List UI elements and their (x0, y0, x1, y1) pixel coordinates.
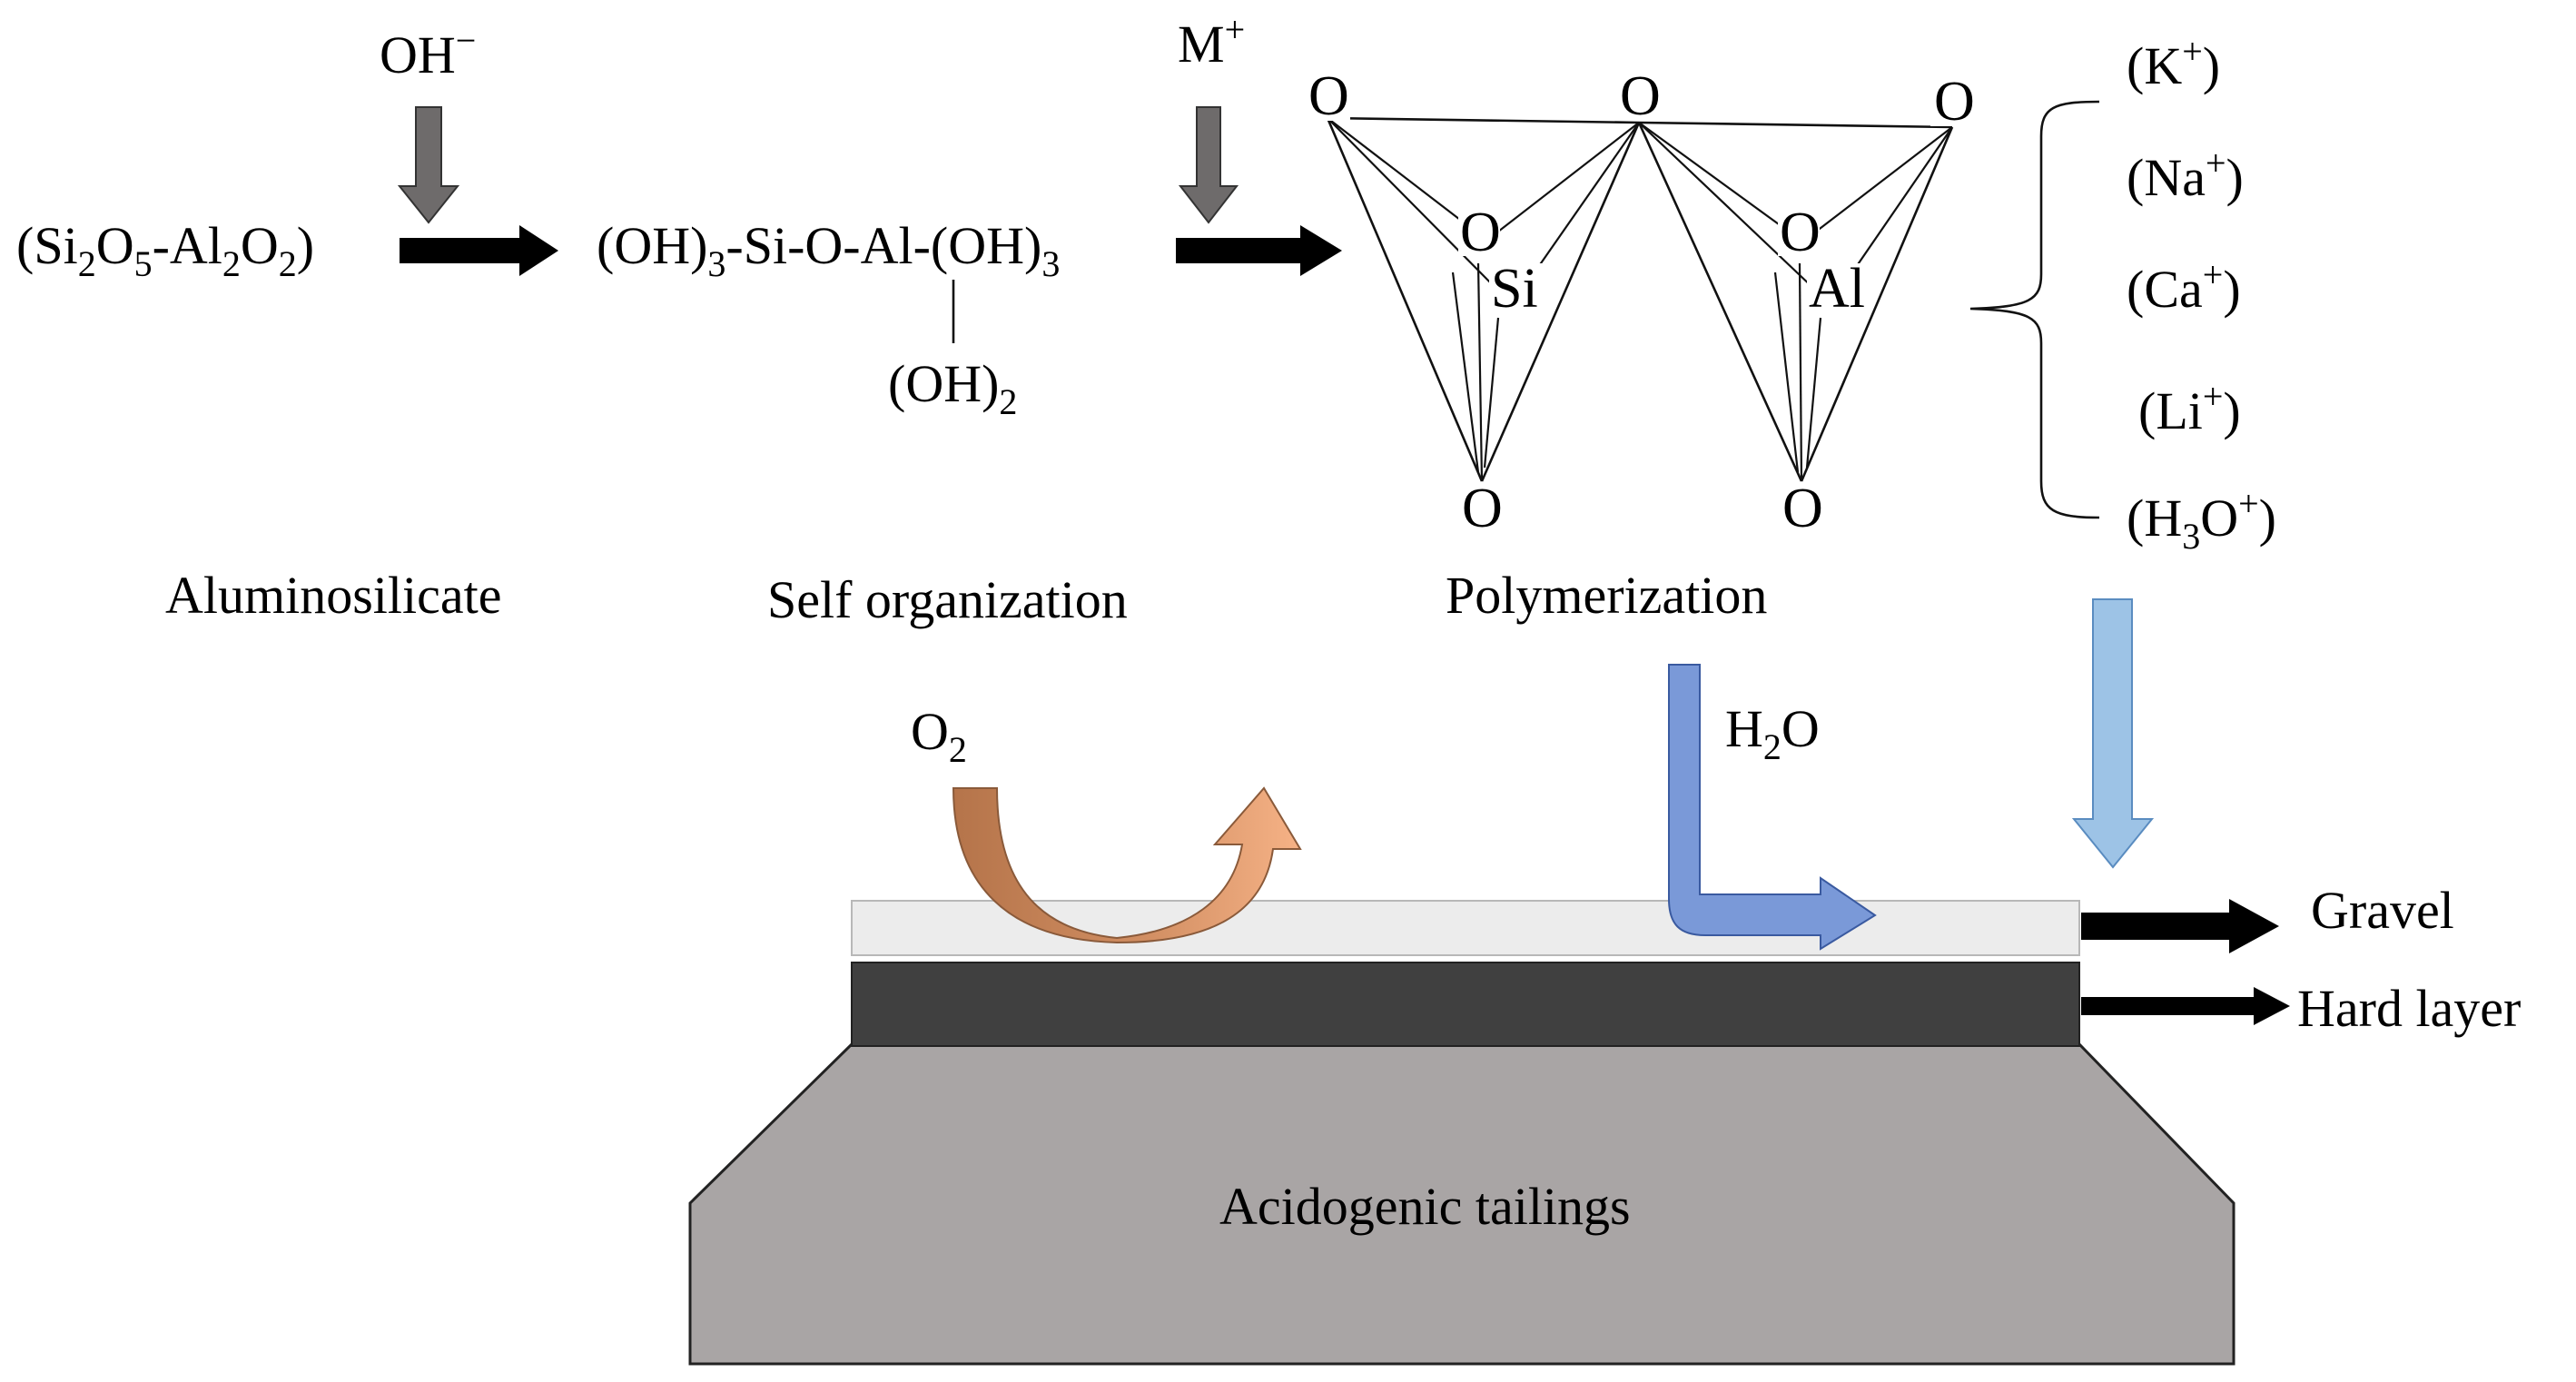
oxygen-atom: O (1934, 71, 1975, 133)
cation-sodium: (Na+) (2127, 143, 2244, 207)
cation-down-arrow (1178, 106, 1239, 224)
aluminosilicate-formula: (Si2O5-Al2O2) (16, 216, 314, 284)
gravel-label: Gravel (2311, 881, 2454, 940)
cation-leach-down-arrow (2071, 598, 2155, 869)
oxygen-atom: O (1782, 478, 1823, 539)
metal-cation-label: M+ (1178, 9, 1245, 74)
stage-polymerization: Polymerization (1446, 566, 1767, 625)
cation-potassium: (K+) (2127, 31, 2220, 95)
cation-calcium: (Ca+) (2127, 254, 2241, 319)
cation-brace (1969, 100, 2100, 519)
oxygen-atom: O (1308, 65, 1349, 127)
oxygen-atom: O (1462, 478, 1503, 539)
hydroxide-down-arrow (397, 106, 460, 224)
hard-layer-pointer-arrow (2081, 987, 2290, 1025)
oxygen-atom: O (1780, 202, 1821, 263)
reaction-arrow-2 (1176, 225, 1342, 276)
silicon-atom: Si (1491, 258, 1538, 320)
reaction-arrow-1 (400, 225, 558, 276)
hard-layer (851, 962, 2080, 1047)
oxygen-atom: O (1460, 202, 1501, 263)
water-diverted-arrow (1668, 664, 1877, 951)
oxygen-blocked-arrow (952, 786, 1302, 944)
pendant-hydroxyl: (OH)2 (888, 354, 1017, 422)
al-tetrahedron (1637, 121, 1954, 482)
self-organized-formula: (OH)3-Si-O-Al-(OH)3 (597, 216, 1060, 284)
gravel-pointer-arrow (2081, 899, 2279, 953)
cation-lithium: (Li+) (2138, 376, 2241, 440)
hard-layer-label: Hard layer (2297, 979, 2521, 1038)
si-tetrahedron (1326, 116, 1641, 482)
oxygen-atoms: O O O O O O O (1305, 65, 1976, 539)
stage-aluminosilicate: Aluminosilicate (165, 566, 502, 625)
tailings-label: Acidogenic tailings (1219, 1177, 1631, 1236)
oxygen-atom: O (1620, 65, 1661, 127)
water-label: H2O (1725, 699, 1820, 767)
aluminium-atom: Al (1809, 258, 1865, 320)
stage-self-organization: Self organization (767, 570, 1128, 629)
oxygen-gas-label: O2 (911, 702, 967, 770)
cation-hydronium: (H3O+) (2127, 483, 2276, 557)
hydroxide-label: OH− (380, 20, 476, 84)
